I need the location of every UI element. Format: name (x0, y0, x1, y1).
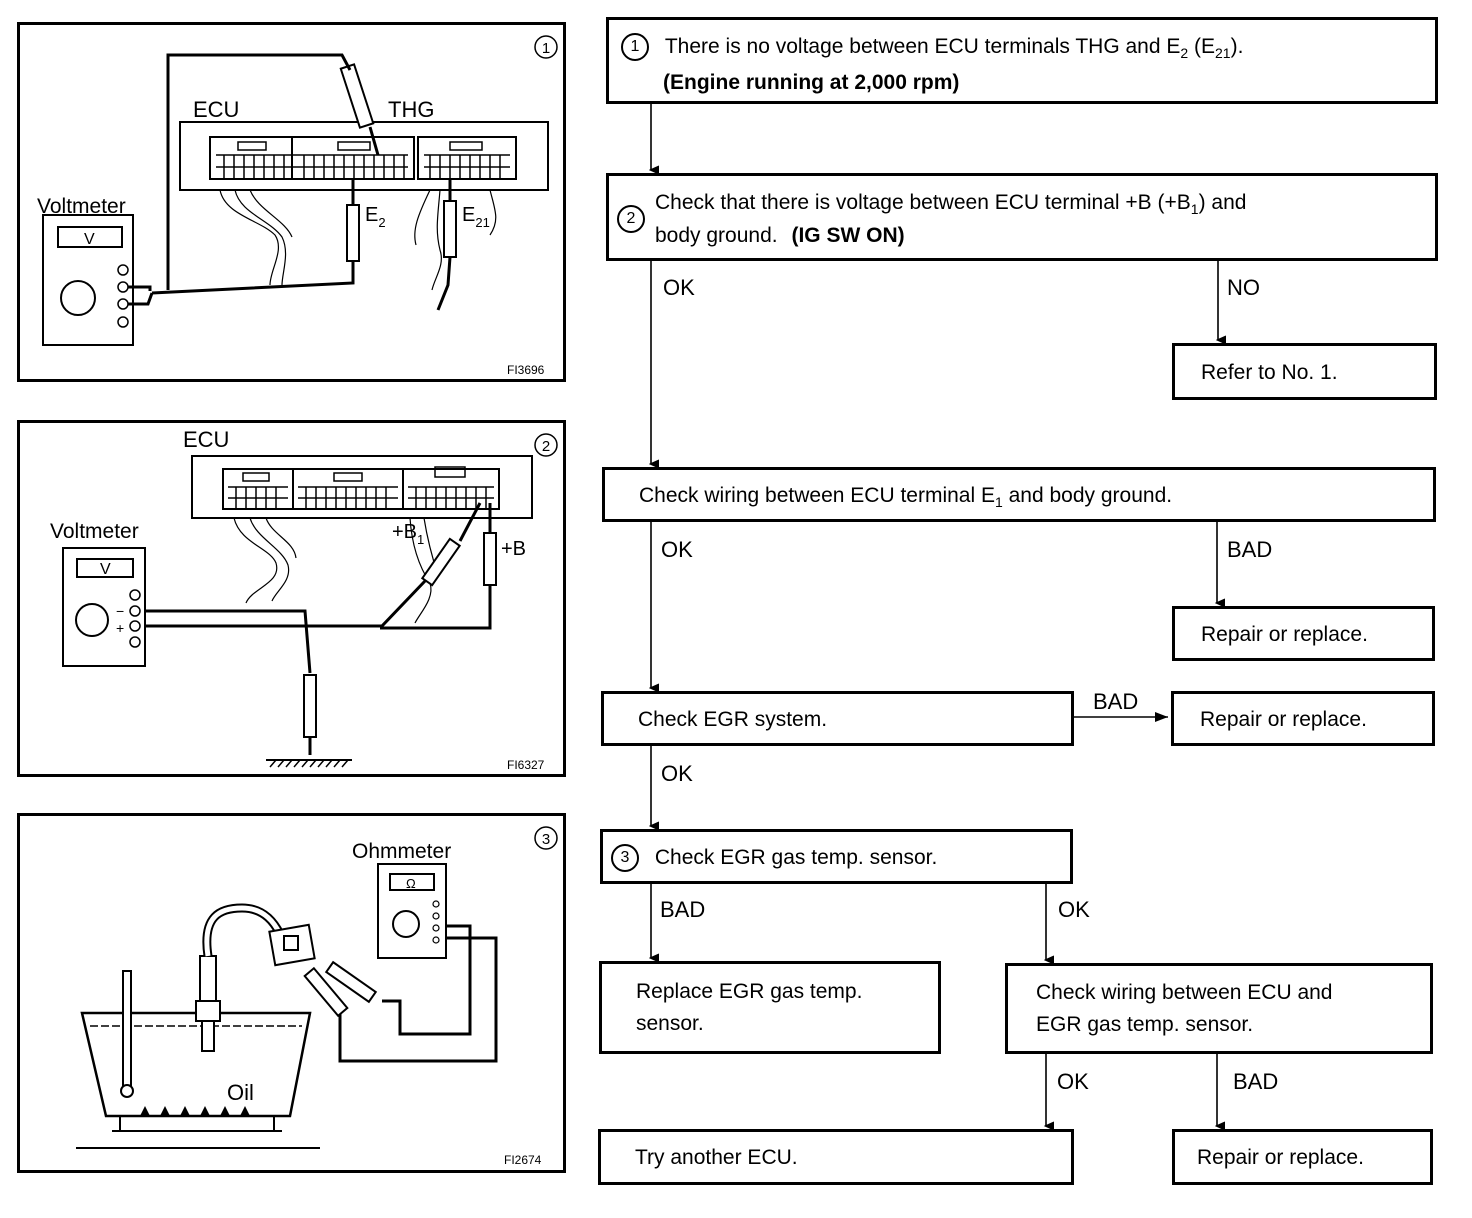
label-ok-4: OK (1058, 897, 1090, 922)
panel-2-diagram: ECU Voltmeter V − + +B1 +B 2 FI6327 (17, 420, 566, 777)
panel-1-code: FI3696 (507, 363, 545, 377)
refer-text: Refer to No. 1. (1201, 361, 1338, 384)
panel-2-b-label: +B (501, 538, 526, 560)
step-3-number: 3 (611, 844, 639, 873)
panel-3-number: 3 (542, 831, 550, 848)
panel-1-number-circle (534, 35, 558, 59)
panel-3-illustration: Ohmmeter Ω Oil 3 FI2674 (76, 826, 558, 1167)
panel-1-e2-label: E2 (365, 204, 386, 230)
label-bad-2: BAD (1093, 689, 1139, 714)
panel-3-ohmmeter-label: Ohmmeter (352, 840, 451, 863)
panel-2-minus-label: − (116, 603, 124, 619)
panel-2-voltmeter-label: Voltmeter (50, 520, 139, 543)
panel-2-b1-label: +B1 (392, 521, 424, 547)
step-2-number: 2 (617, 205, 645, 234)
panel-1-v-label: V (84, 231, 95, 248)
panel-1-diagram: ECU THG Voltmeter V E2 E21 1 FI3696 (17, 22, 566, 382)
flow-repair-1: Repair or replace. (1172, 606, 1435, 661)
step-2-line1: Check that there is voltage between ECU … (655, 191, 1247, 218)
try-ecu-text: Try another ECU. (635, 1146, 798, 1169)
panel-1-voltmeter-label: Voltmeter (37, 195, 126, 218)
flow-refer-box: Refer to No. 1. (1172, 343, 1437, 400)
panel-2-ecu-label: ECU (183, 427, 229, 452)
step-1-line1: There is no voltage between ECU terminal… (664, 35, 1244, 62)
replace-line-2: sensor. (636, 1012, 704, 1035)
replace-line-1: Replace EGR gas temp. (636, 980, 863, 1003)
check-wiring-line-2: EGR gas temp. sensor. (1036, 1013, 1254, 1036)
check-e1-text: Check wiring between ECU terminal E1 and… (639, 484, 1173, 511)
panel-3-omega-label: Ω (406, 876, 416, 891)
panel-3-diagram: Ohmmeter Ω Oil 3 FI2674 (17, 813, 566, 1173)
panel-2-number-circle (534, 433, 558, 457)
flow-step-3: 3 Check EGR gas temp. sensor. (600, 829, 1073, 884)
step-1-number: 1 (621, 33, 649, 62)
label-no: NO (1227, 275, 1260, 300)
flow-check-e1: Check wiring between ECU terminal E1 and… (602, 467, 1436, 522)
step-2-line2: body ground. (IG SW ON) (655, 224, 905, 247)
label-bad-1: BAD (1227, 537, 1273, 562)
flow-step-2: 2 Check that there is voltage between EC… (606, 173, 1438, 261)
check-egr-text: Check EGR system. (638, 708, 828, 731)
panel-2-plus-label: + (116, 620, 124, 636)
panel-1-illustration: ECU THG Voltmeter V E2 E21 1 FI3696 (37, 35, 558, 377)
panel-2-number: 2 (542, 438, 550, 455)
repair-3-text: Repair or replace. (1197, 1146, 1364, 1169)
arrow-head-bad (1155, 712, 1168, 722)
panel-1-number: 1 (542, 40, 550, 57)
panel-1-thg-label: THG (388, 97, 434, 122)
panel-3-number-circle (534, 826, 558, 850)
flow-repair-3: Repair or replace. (1172, 1129, 1433, 1185)
step-3-text: Check EGR gas temp. sensor. (654, 846, 938, 869)
panel-2-v-label: V (100, 561, 111, 578)
panel-3-oil-label: Oil (227, 1080, 254, 1105)
check-wiring-line-1: Check wiring between ECU and (1036, 981, 1333, 1004)
panel-1-e21-label: E21 (462, 204, 490, 230)
panel-2-illustration: ECU Voltmeter V − + +B1 +B 2 FI6327 (50, 427, 558, 772)
flow-replace-sensor: Replace EGR gas temp. sensor. (599, 961, 941, 1054)
repair-2-text: Repair or replace. (1200, 708, 1367, 731)
repair-1-text: Repair or replace. (1201, 623, 1368, 646)
label-bad-4: BAD (1233, 1069, 1279, 1094)
flow-try-another-ecu: Try another ECU. (598, 1129, 1074, 1185)
flow-check-wiring: Check wiring between ECU and EGR gas tem… (1005, 963, 1433, 1054)
panel-2-code: FI6327 (507, 758, 545, 772)
flow-repair-2: Repair or replace. (1171, 691, 1435, 746)
label-ok-1: OK (663, 275, 695, 300)
label-ok-2: OK (661, 537, 693, 562)
label-ok-3: OK (661, 761, 693, 786)
label-bad-3: BAD (660, 897, 706, 922)
panel-3-code: FI2674 (504, 1153, 542, 1167)
panel-1-ecu-label: ECU (193, 97, 239, 122)
label-ok-5: OK (1057, 1069, 1089, 1094)
step-1-condition: (Engine running at 2,000 rpm) (663, 71, 960, 95)
flow-step-1: 1 There is no voltage between ECU termin… (606, 17, 1438, 104)
flow-check-egr-system: Check EGR system. (601, 691, 1074, 746)
